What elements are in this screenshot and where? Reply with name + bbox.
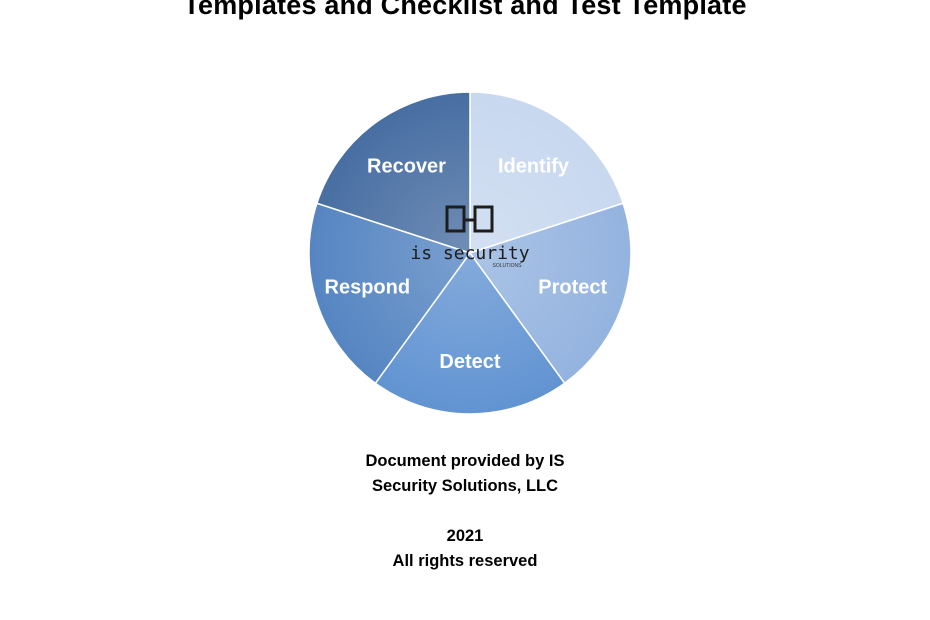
provider-line-1: Document provided by IS: [365, 452, 565, 470]
copyright-year: 2021: [446, 527, 484, 545]
wheel-label-detect: Detect: [439, 351, 500, 373]
wheel-label-respond: Respond: [325, 276, 411, 298]
logo-mark-icon: [445, 205, 494, 233]
wheel-label-protect: Protect: [538, 276, 607, 298]
provider-line-2: Security Solutions, LLC: [371, 477, 559, 495]
wheel-label-identify: Identify: [498, 156, 570, 178]
logo-name: is security: [410, 243, 529, 264]
company-logo: is security SOLUTIONS: [410, 205, 530, 269]
copyright-text: All rights reserved: [392, 552, 538, 570]
wheel-label-recover: Recover: [367, 156, 446, 178]
provider-note: Document provided by IS Security Solutio…: [0, 449, 930, 499]
logo-tagline: SOLUTIONS: [493, 263, 523, 269]
page-title: Templates and Checklist and Test Templat…: [183, 0, 747, 20]
copyright-note: 2021 All rights reserved: [0, 524, 930, 574]
